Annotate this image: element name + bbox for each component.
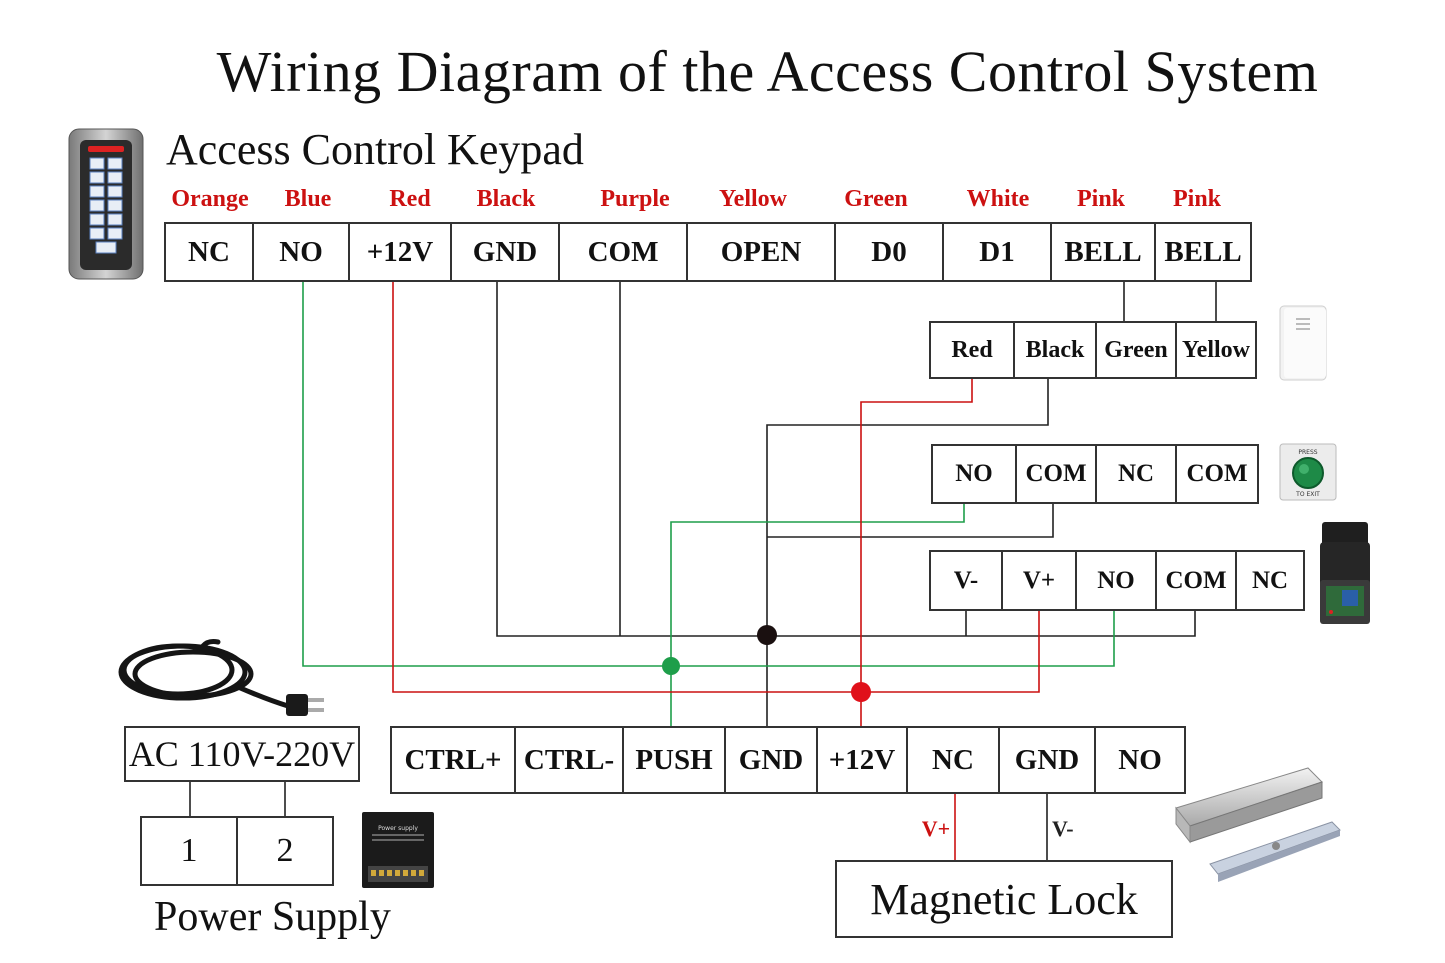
keypad-icon [68, 128, 144, 280]
power-supply-terminal: 2 [236, 816, 334, 886]
doorbell-terminal: Black [1013, 321, 1097, 379]
exit-button-terminal: NO [931, 444, 1017, 504]
maglock-vminus-label: V- [1052, 816, 1074, 841]
receiver-terminal: COM [1155, 550, 1237, 611]
keypad-terminal: NO [252, 222, 350, 282]
wire-color-label: Orange [171, 186, 249, 212]
junction-dot-green [662, 657, 680, 675]
keypad-terminal: +12V [348, 222, 452, 282]
wire-color-label: Red [389, 186, 431, 212]
controller-terminal: +12V [816, 726, 908, 794]
receiver-terminal: V+ [1001, 550, 1077, 611]
keypad-terminal: COM [558, 222, 688, 282]
receiver-terminal: NO [1075, 550, 1157, 611]
controller-terminal: NO [1094, 726, 1186, 794]
keypad-terminal: GND [450, 222, 560, 282]
keypad-terminal: OPEN [686, 222, 836, 282]
junction-dot-red [851, 682, 871, 702]
keypad-terminal: BELL [1154, 222, 1252, 282]
controller-terminal: PUSH [622, 726, 726, 794]
junction-dot-black [757, 625, 777, 645]
power-supply-unit-text: Power supply [378, 825, 418, 832]
exit-button-exit-text: TO EXIT [1295, 491, 1320, 498]
wire-color-label: Black [476, 186, 536, 212]
wire-color-label: Yellow [719, 186, 787, 212]
controller-terminal: CTRL- [514, 726, 624, 794]
receiver-terminal: V- [929, 550, 1003, 611]
doorbell-terminal: Yellow [1175, 321, 1257, 379]
controller-terminal: GND [724, 726, 818, 794]
power-supply-terminal: 1 [140, 816, 238, 886]
exit-button-terminal: COM [1015, 444, 1097, 504]
controller-terminal: CTRL+ [390, 726, 516, 794]
exit-button-icon: PRESS TO EXIT [1279, 443, 1337, 501]
wire-color-label: Green [844, 186, 908, 212]
exit-button-terminal: COM [1175, 444, 1259, 504]
power-cord-icon [108, 632, 330, 724]
controller-terminal: NC [906, 726, 1000, 794]
power-supply-unit-icon: Power supply [360, 808, 436, 890]
exit-button-press-text: PRESS [1298, 449, 1317, 456]
keypad-terminal: BELL [1050, 222, 1156, 282]
page-title: Wiring Diagram of the Access Control Sys… [216, 39, 1319, 104]
receiver-terminal: NC [1235, 550, 1305, 611]
doorbell-terminal: Red [929, 321, 1015, 379]
magnetic-lock-icon [1172, 764, 1344, 890]
receiver-module-icon [1318, 520, 1372, 626]
maglock-vplus-label: V+ [921, 816, 951, 841]
doorbell-icon [1278, 304, 1330, 382]
keypad-terminal: NC [164, 222, 254, 282]
doorbell-terminal: Green [1095, 321, 1177, 379]
wire-color-label: Pink [1076, 186, 1126, 212]
ac-input-label: AC 110V-220V [124, 726, 360, 782]
wire-color-label: Pink [1172, 186, 1222, 212]
wire-color-label: White [966, 186, 1030, 212]
wire-color-label: Purple [600, 186, 670, 212]
exit-button-terminal: NC [1095, 444, 1177, 504]
keypad-terminal: D0 [834, 222, 944, 282]
controller-terminal: GND [998, 726, 1096, 794]
power-supply-label: Power Supply [154, 894, 391, 940]
magnetic-lock-label: Magnetic Lock [835, 860, 1173, 938]
keypad-terminal: D1 [942, 222, 1052, 282]
keypad-label: Access Control Keypad [166, 125, 584, 174]
wire-color-label: Blue [284, 186, 332, 212]
